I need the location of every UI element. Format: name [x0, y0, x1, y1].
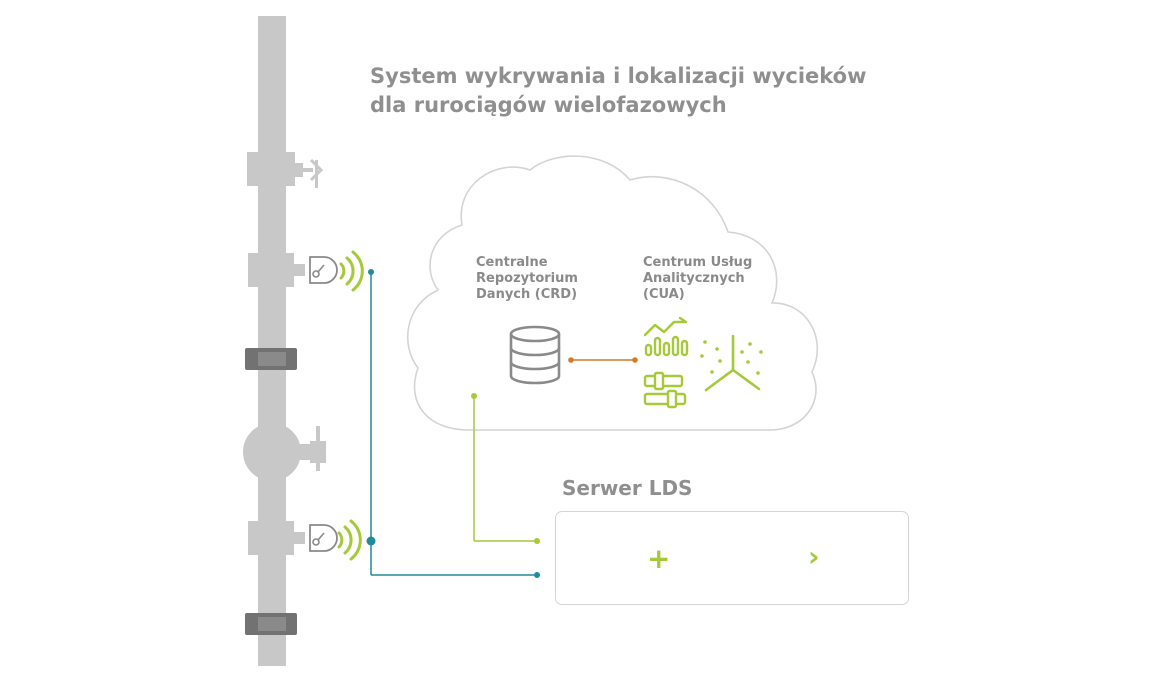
wireless-signal-icon: [337, 519, 362, 561]
cua-line-2: Analitycznych: [643, 271, 745, 286]
bar-chart-icon: [644, 335, 689, 357]
trend-chart-icon: [643, 316, 688, 337]
crd-label: Centralne Repozytorium Danych (CRD): [476, 255, 578, 303]
cua-line-1: Centrum Usług: [643, 255, 753, 270]
crd-line-1: Centralne: [476, 255, 548, 270]
valve-icon: [247, 152, 324, 188]
pipeline: [243, 16, 364, 666]
plus-sign: +: [647, 542, 671, 575]
diagram-title: System wykrywania i lokalizacji wycieków…: [370, 62, 867, 120]
scatter-tree-icon: [700, 334, 763, 392]
pipe-body: [258, 16, 286, 666]
cloud-shape: [406, 155, 818, 431]
crd-line-2: Repozytorium: [476, 271, 578, 286]
title-line-1: System wykrywania i lokalizacji wycieków: [370, 64, 867, 88]
database-icon: [509, 325, 561, 385]
cua-line-3: (CUA): [643, 287, 685, 302]
server-title: Serwer LDS: [562, 476, 693, 500]
pressure-sensor-icon: [248, 521, 338, 555]
wireless-signal-icon: [339, 250, 364, 292]
ball-valve-icon: [243, 423, 326, 481]
teal-connector: [366, 269, 540, 578]
green-connector: [471, 393, 540, 544]
cua-label: Centrum Usług Analitycznych (CUA): [643, 255, 752, 303]
flange-icon: [245, 348, 297, 370]
crd-line-3: Danych (CRD): [476, 287, 578, 302]
pressure-sensor-icon: [248, 253, 338, 287]
toggle-icon: [643, 371, 687, 409]
server-box: [555, 511, 909, 605]
orange-connector: [568, 357, 638, 363]
title-line-2: dla rurociągów wielofazowych: [370, 93, 727, 117]
flange-icon: [245, 613, 297, 635]
chevron-right-icon: ›: [808, 540, 820, 573]
